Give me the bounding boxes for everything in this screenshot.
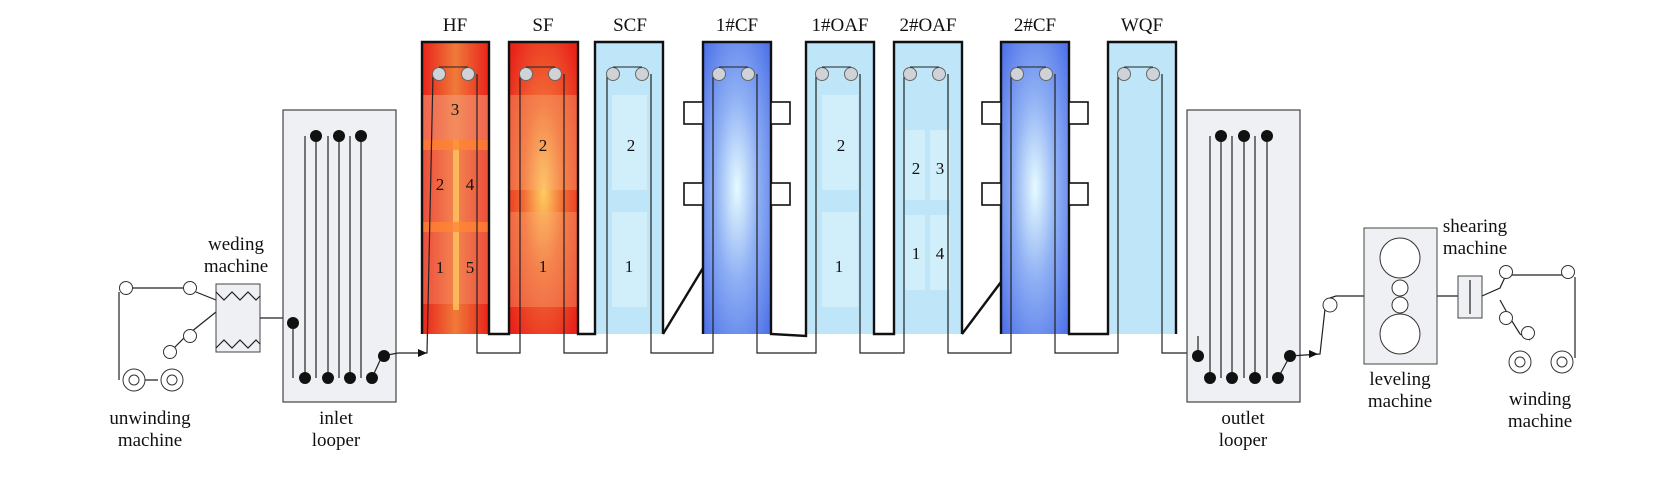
furnace-wqf-body: [1108, 42, 1176, 334]
zone-label: 2: [539, 136, 548, 155]
winding-machine: winding machine: [1481, 265, 1576, 432]
furnace-2cf: 2#CF: [1001, 15, 1069, 334]
furnace-1oaf: 1#OAF 2 1: [806, 15, 874, 334]
furnace-outlines: [420, 40, 1178, 338]
zone-label: 5: [466, 258, 475, 277]
outlet-looper: outlet looper: [1186, 109, 1327, 451]
furnace-1cf-label: 1#CF: [716, 15, 758, 36]
furnace-hf-label: HF: [443, 15, 467, 36]
furnace-2oaf: 2#OAF 2 3 1 4: [894, 15, 962, 334]
unwinding-label-2: machine: [118, 430, 182, 451]
furnace-1cf: 1#CF: [703, 15, 771, 334]
zone-label: 2: [436, 175, 445, 194]
furnace-2cf-body: [1001, 42, 1069, 334]
furnace-2cf-label: 2#CF: [1014, 15, 1056, 36]
furnace-scf: SCF 2 1: [595, 15, 663, 334]
shearing-label-2: machine: [1443, 238, 1507, 259]
inlet-looper-label-2: looper: [312, 430, 361, 451]
furnace-sf-label: SF: [532, 15, 553, 36]
zone-label: 1: [912, 244, 921, 263]
unwinding-label-1: unwinding: [109, 408, 191, 429]
inlet-looper: inlet looper: [282, 109, 427, 451]
winding-label-1: winding: [1509, 389, 1572, 410]
furnace-2oaf-label: 2#OAF: [899, 15, 956, 36]
zone-label: 4: [936, 244, 945, 263]
weding-machine: weding machine: [204, 234, 293, 353]
weding-label-1: weding: [208, 234, 264, 255]
zone-label: 2: [912, 159, 921, 178]
furnace-wqf: WQF: [1108, 15, 1176, 334]
shearing-label-1: shearing: [1443, 216, 1508, 237]
furnace-scf-label: SCF: [613, 15, 647, 36]
zone-label: 1: [436, 258, 445, 277]
furnace-hf: HF 3 2 4 1 5: [422, 15, 489, 334]
zone-label: 3: [451, 100, 460, 119]
furnace-1cf-body: [703, 42, 771, 334]
leveling-label-2: machine: [1368, 391, 1432, 412]
unwinding-machine: unwinding machine: [109, 281, 217, 451]
zone-label: 2: [837, 136, 846, 155]
outlet-looper-label-2: looper: [1219, 430, 1268, 451]
zone-label: 1: [539, 257, 548, 276]
zone-label: 2: [627, 136, 636, 155]
zone-label: 1: [625, 257, 634, 276]
furnace-wqf-label: WQF: [1121, 15, 1163, 36]
leveling-label-1: leveling: [1369, 369, 1431, 390]
zone-label: 4: [466, 175, 475, 194]
furnace-top-rolls: [432, 66, 1160, 81]
cooling-ports: [683, 101, 1089, 206]
outlet-looper-label-1: outlet: [1221, 408, 1265, 429]
winding-label-2: machine: [1508, 411, 1572, 432]
weding-label-2: machine: [204, 256, 268, 277]
furnace-1oaf-label: 1#OAF: [811, 15, 868, 36]
zone-label: 1: [835, 257, 844, 276]
shearing-machine: shearing machine: [1443, 216, 1508, 319]
leveling-machine: leveling machine: [1322, 227, 1470, 412]
zone-label: 3: [936, 159, 945, 178]
inlet-looper-label-1: inlet: [319, 408, 353, 429]
furnace-sf: SF 2 1: [509, 15, 578, 334]
